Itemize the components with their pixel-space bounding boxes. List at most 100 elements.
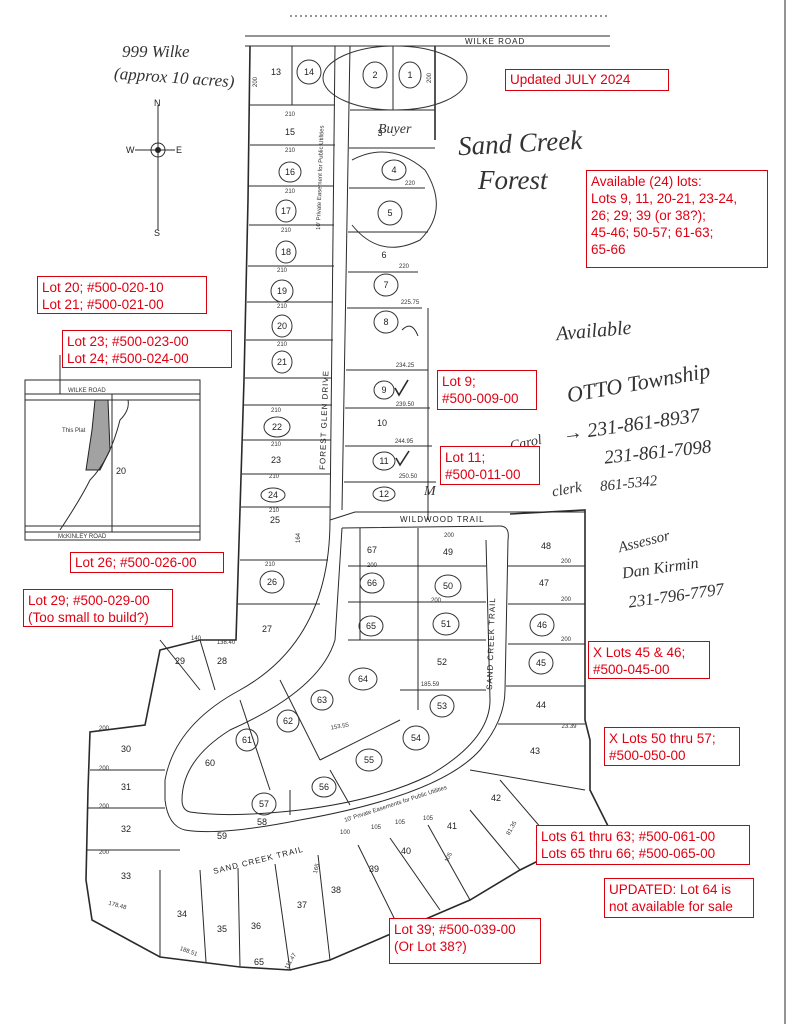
lot-circle-26	[310, 689, 334, 711]
lot-circle-25	[528, 651, 554, 675]
lot-dimension-16: 225.75	[401, 300, 420, 306]
forest-glen-drive: FOREST GLEN DRIVE 10' Private Easement f…	[316, 45, 351, 521]
lot-number-38: 38	[331, 885, 341, 895]
lot-dimension-39: 81.35	[506, 820, 519, 837]
lot20-21-box: Lot 20; #500-020-10 Lot 21; #500-021-00	[37, 276, 207, 314]
lot-circle-20	[434, 574, 462, 598]
title-line1: Sand Creek	[457, 124, 583, 162]
lot-number-49: 49	[443, 547, 453, 557]
lot-circle-32	[311, 776, 337, 798]
lot-number-7: 7	[383, 280, 388, 290]
lot-dimension-3: 210	[285, 148, 296, 154]
lot-number-1: 1	[407, 70, 412, 80]
lot-number-56: 56	[319, 782, 329, 792]
lot-circle-1	[362, 61, 388, 89]
lot-dimension-14: 220	[405, 181, 416, 187]
lot-number-16: 16	[285, 167, 295, 177]
lot-number-43: 43	[530, 746, 540, 756]
lot-dimension-26: 200	[561, 637, 572, 643]
lot61-66-box: Lots 61 thru 63; #500-061-00 Lots 65 thr…	[536, 825, 750, 865]
lot-circle-12	[271, 350, 293, 374]
lot-dimension-25: 200	[561, 597, 572, 603]
lot-circle-23	[529, 613, 555, 637]
lot-number-47: 47	[539, 578, 549, 588]
lot-circle-24	[348, 667, 378, 691]
lot-dimension-9: 210	[271, 408, 282, 414]
lot-number-64: 64	[358, 674, 368, 684]
lot-circle-6	[377, 200, 403, 226]
lot-dimension-42: 105	[395, 820, 406, 826]
lot-circle-31	[355, 748, 383, 772]
lot-number-25: 25	[270, 515, 280, 525]
lot-dimension-36: 188.51	[179, 946, 199, 958]
lot-number-13: 13	[271, 67, 281, 77]
lot-dimension-18: 239.50	[396, 402, 415, 408]
lot-number-27: 27	[262, 624, 272, 634]
lot-number-46: 46	[537, 620, 547, 630]
compass-n: N	[154, 98, 161, 108]
lot-number-33: 33	[121, 871, 131, 881]
lot-number-14: 14	[304, 67, 314, 77]
lot-circle-19	[359, 572, 385, 594]
lot-dimension-33: 153.55	[330, 722, 350, 731]
wilke-road-label: WILKE ROAD	[465, 37, 525, 46]
lot-circle-14	[263, 416, 291, 438]
lot-number-22: 22	[272, 422, 282, 432]
lot-dimension-40: 100	[340, 830, 351, 836]
west-lot-lines	[238, 46, 335, 605]
lot-number-65: 65	[366, 621, 376, 631]
lot-number-50: 50	[443, 581, 453, 591]
lot-number-58: 58	[257, 817, 267, 827]
available-lots-box: Available (24) lots: Lots 9, 11, 20-21, …	[586, 170, 768, 268]
lot-number-18: 18	[281, 247, 291, 257]
lot-number-66: 66	[367, 578, 377, 588]
lot-circle-30	[402, 725, 430, 751]
lot-dimension-21: 200	[444, 533, 455, 539]
lot-number-61: 61	[242, 735, 252, 745]
loop-lot-lines	[87, 528, 586, 971]
lot-number-8: 8	[383, 317, 388, 327]
circled-lots	[235, 59, 555, 816]
lot-dimension-1: 200	[427, 72, 433, 83]
hand-m-note: M	[424, 484, 436, 499]
lot-circle-0	[296, 59, 322, 85]
title-line2: Forest	[478, 165, 548, 195]
lot39-box: Lot 39; #500-039-00 (Or Lot 38?)	[389, 918, 541, 964]
sand-creek-trail-south-label: SAND CREEK TRAIL	[212, 845, 304, 876]
lot-number-54: 54	[411, 733, 421, 743]
lot-number-39: 39	[369, 864, 379, 874]
lot-number-37: 37	[297, 900, 307, 910]
lot-dimension-13: 210	[265, 562, 276, 568]
lot-number-59: 59	[217, 831, 227, 841]
lot-number-24: 24	[268, 490, 278, 500]
lot-number-44: 44	[536, 700, 546, 710]
lot-dimension-34: 185.59	[421, 682, 440, 688]
lot-number-42: 42	[491, 793, 501, 803]
lot64-box: UPDATED: Lot 64 is not available for sal…	[604, 878, 754, 918]
lot-number-26: 26	[267, 577, 277, 587]
lot-number-57: 57	[259, 799, 269, 809]
sand-creek-trail-east-label: SAND CREEK TRAIL	[485, 597, 497, 690]
easement-label-a: 10' Private Easement for Public Utilitie…	[316, 125, 326, 230]
lot-circle-18	[259, 570, 285, 594]
lot-circle-28	[276, 709, 300, 733]
inset-wilke-label: WILKE ROAD	[68, 388, 106, 394]
lot-number-15: 15	[285, 127, 295, 137]
lot9-box: Lot 9; #500-009-00	[437, 370, 537, 410]
lot-number-32: 32	[121, 824, 131, 834]
lot-dimension-44: 165	[313, 862, 322, 874]
lot-circle-33	[251, 792, 277, 816]
lot-circle-3	[278, 161, 302, 183]
hand-buyer: Buyer	[378, 122, 412, 137]
lot-circle-10	[271, 314, 293, 338]
lot-number-30: 30	[121, 744, 131, 754]
lot-number-28: 28	[217, 656, 227, 666]
lot-number-53: 53	[437, 701, 447, 711]
lot-circle-13	[373, 380, 395, 400]
lot-number-55: 55	[364, 755, 374, 765]
inset-location-map: WILKE ROAD McKINLEY ROAD This Plat 20	[24, 355, 201, 541]
lot-number-40: 40	[401, 846, 411, 856]
lot26-box: Lot 26; #500-026-00	[70, 552, 224, 573]
lot-circle-29	[235, 728, 259, 752]
